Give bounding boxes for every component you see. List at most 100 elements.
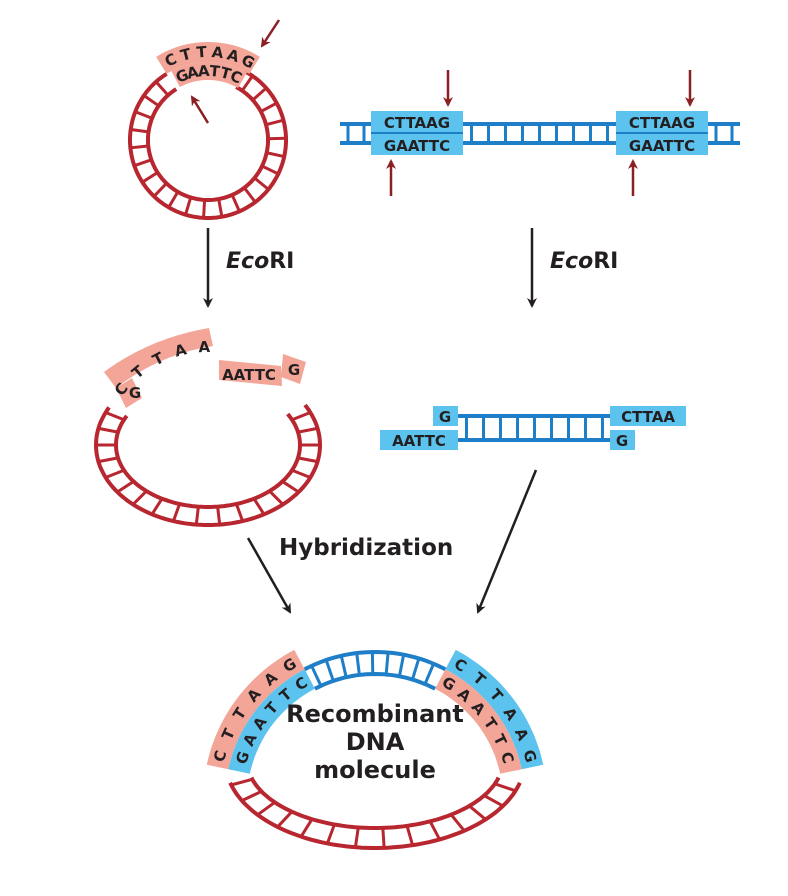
recombinant-site-boxes [206, 649, 544, 774]
base-pair-rung [130, 144, 149, 150]
base-pair-rung [134, 110, 153, 120]
base-pair-rung [230, 194, 241, 212]
sequence-letter: G [519, 748, 540, 765]
base-pair-rung [105, 411, 125, 422]
base-pair-rung [260, 101, 278, 113]
base-pair-rung [243, 186, 257, 203]
plasmid-cut-arrow-bottom [190, 95, 210, 124]
base-pair-rung [240, 75, 254, 92]
cut-left-outer-box [104, 328, 213, 388]
base-pair-rung [105, 468, 125, 479]
base-pair-rung [266, 151, 285, 159]
recombinant-label-line1: Recombinant [286, 700, 464, 728]
base-pair-rung [141, 171, 159, 184]
foreign-fragment: G AATTC CTTAA G [380, 406, 686, 450]
base-pair-rung [297, 456, 318, 464]
base-pair-rung [397, 654, 406, 677]
sequence-letter: C [210, 748, 230, 764]
base-pair-rung [171, 503, 181, 522]
base-pair-rung [381, 827, 386, 848]
cut-left-inner-box [116, 378, 142, 408]
foreign-left-site-top: CTTAAG [384, 114, 450, 132]
rec-left-outer-box [206, 649, 305, 770]
backbone-inner [314, 671, 436, 691]
base-pair-rung [152, 182, 168, 198]
base-pair-rung [216, 506, 222, 525]
base-pair-rung [217, 198, 224, 218]
hybridization-step: Hybridization [246, 469, 538, 614]
fragment-left-top-letters: G [439, 408, 451, 426]
base-pair-rung [268, 490, 285, 506]
base-pair-rung [116, 480, 135, 494]
backbone-outer [93, 403, 323, 527]
hybridization-label: Hybridization [279, 535, 453, 561]
base-pair-rung [310, 665, 323, 687]
base-pair-rung [241, 790, 263, 802]
base-pair-rung [150, 497, 164, 516]
plasmid-site-outer [156, 42, 260, 74]
recombinant-ladder [228, 649, 522, 850]
recombinant-label-line3: molecule [314, 756, 436, 784]
rec-right-outer-box [445, 649, 544, 770]
base-pair-rung [235, 503, 245, 522]
foreign-right-site-bottom: GAATTC [629, 137, 695, 155]
base-pair-rung [251, 86, 268, 102]
sequence-letter: G [232, 749, 253, 766]
plasmid-site-inner [171, 62, 247, 88]
fragment-right-top-letters: CTTAA [621, 408, 675, 426]
base-pair-rung [483, 794, 504, 808]
base-pair-rung [291, 468, 311, 479]
cut-left-inner-letter: G [129, 384, 141, 402]
base-pair-rung [98, 456, 119, 464]
base-pair-rung [253, 176, 270, 191]
enzyme-step-right: EcoRI [527, 228, 618, 308]
foreign-left-site-bottom: GAATTC [384, 137, 450, 155]
fragment-right-top-box [610, 406, 686, 426]
fragment-left-bottom-box [380, 430, 458, 450]
enzyme-label-left: EcoRI [226, 249, 294, 274]
hybridization-arrow-left [246, 537, 292, 614]
cut-right-outer-letter: G [288, 361, 300, 379]
fragment-left-bottom-letters: AATTC [392, 432, 446, 450]
rec-right-inner-box [435, 669, 522, 774]
sequence-letter: T [209, 62, 222, 81]
base-pair-rung [276, 810, 293, 828]
base-pair-rung [252, 497, 266, 516]
backbone-inner [146, 85, 270, 202]
base-pair-rung [230, 777, 253, 787]
hybridization-arrow-right [476, 469, 538, 614]
cut-plasmid-ladder [93, 403, 323, 527]
cut-right-inner-box [219, 360, 282, 386]
base-pair-rung [355, 652, 361, 676]
sequence-letter: C [497, 750, 518, 766]
base-pair-rung [133, 158, 152, 168]
enzyme-label-right: EcoRI [550, 249, 618, 274]
base-pair-rung [410, 658, 421, 680]
base-pair-rung [265, 118, 284, 127]
base-pair-rung [167, 191, 180, 209]
base-pair-rung [281, 480, 300, 494]
recombinant-label-line2: DNA [346, 728, 405, 756]
base-pair-rung [299, 818, 314, 838]
base-pair-rung [202, 199, 207, 218]
fragment-right-bottom-box [610, 430, 635, 450]
base-pair-rung [256, 801, 276, 816]
fragment-left-top-box [433, 406, 458, 426]
plasmid-cut-arrow-top [260, 19, 281, 48]
foreign-ladder [340, 122, 740, 145]
sequence-letter: A [197, 62, 210, 81]
foreign-right-site-top: CTTAAG [629, 114, 695, 132]
backbone-outer [303, 649, 447, 672]
base-pair-rung [428, 820, 441, 841]
base-pair-rung [468, 804, 487, 821]
base-pair-rung [423, 663, 435, 685]
base-pair-rung [449, 813, 466, 832]
base-pair-rung [339, 655, 348, 678]
cut-right-inner-letters: AATTC [222, 366, 276, 384]
base-pair-rung [143, 94, 160, 108]
fragment-right-bottom-letters: G [616, 432, 628, 450]
foreign-dna-intact: CTTAAG GAATTC CTTAAG GAATTC [340, 70, 740, 196]
